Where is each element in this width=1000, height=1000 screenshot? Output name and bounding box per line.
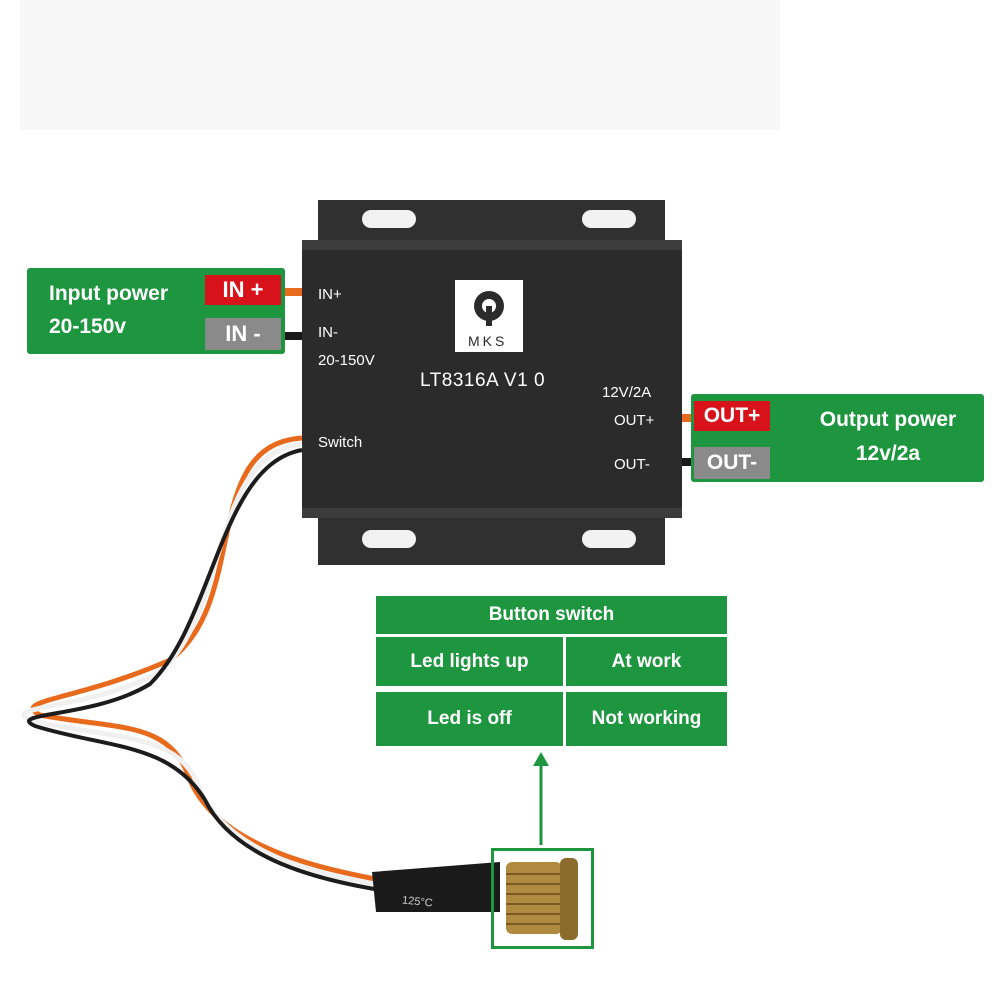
- input-power-range: 20-150v: [49, 315, 127, 338]
- label-switch: Switch: [318, 434, 363, 451]
- model-number: LT8316A V1 0: [420, 370, 546, 391]
- push-button-highlight-box: [491, 848, 594, 949]
- mounting-slot: [362, 210, 416, 228]
- background-band: [20, 0, 780, 130]
- device-enclosure: [302, 240, 682, 518]
- output-power-title: Output power: [819, 408, 957, 431]
- heat-shrink: [372, 862, 500, 912]
- mounting-slot: [582, 210, 636, 228]
- mounting-slot: [582, 530, 636, 548]
- input-power-title: Input power: [49, 282, 168, 305]
- button-switch-table: Button switch Led lights up At work Led …: [376, 596, 727, 750]
- table-cell-meaning: Not working: [566, 692, 727, 746]
- label-in-minus: IN-: [318, 324, 338, 341]
- in-plus-tag: IN +: [205, 275, 281, 305]
- out-plus-tag: OUT+: [694, 401, 770, 431]
- mounting-slot: [362, 530, 416, 548]
- label-in-plus: IN+: [318, 286, 342, 303]
- push-button-body: [506, 862, 562, 934]
- out-minus-tag: OUT-: [694, 447, 770, 479]
- label-output-rating: 12V/2A: [602, 384, 652, 401]
- push-button-bezel: [560, 858, 578, 940]
- label-out-plus: OUT+: [614, 412, 655, 429]
- in-minus-tag: IN -: [205, 318, 281, 350]
- table-cell-state: Led is off: [376, 692, 563, 746]
- switch-wire-black: [27, 448, 381, 892]
- logo-text: MKS: [468, 333, 508, 349]
- label-input-range: 20-150V: [318, 352, 375, 369]
- output-power-value: 12v/2a: [855, 442, 921, 465]
- table-cell-state: Led lights up: [376, 637, 563, 686]
- table-cell-meaning: At work: [566, 637, 727, 686]
- label-out-minus: OUT-: [614, 456, 650, 473]
- pointer-arrowhead: [533, 752, 549, 766]
- table-title: Button switch: [376, 596, 727, 634]
